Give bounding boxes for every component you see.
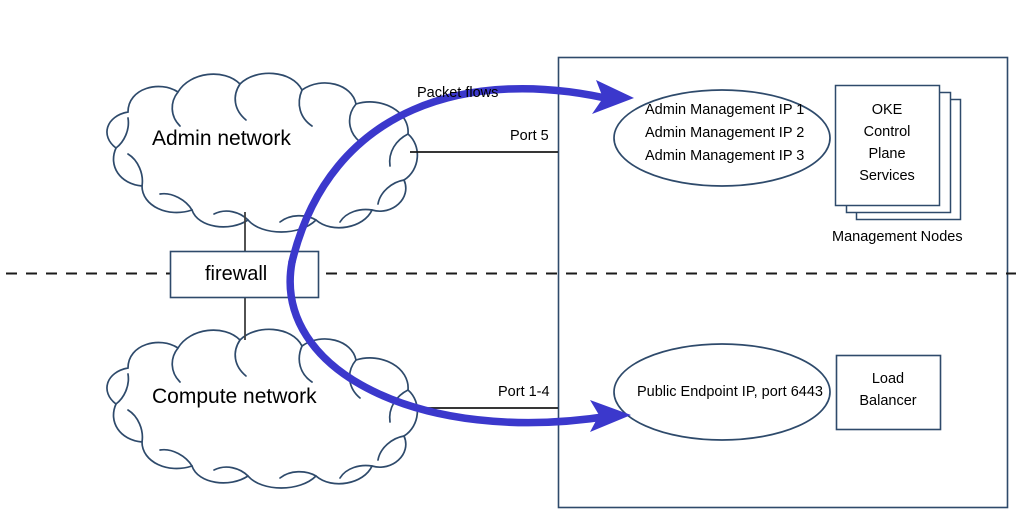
admin-management-ip-3: Admin Management IP 3 [645,148,805,164]
load-balancer-box [835,354,942,431]
control-plane-box-layer-1 [834,84,941,207]
admin-management-ip-1: Admin Management IP 1 [645,102,805,118]
control-plane-line-2: Control [863,124,911,140]
port-1-4-label: Port 1-4 [498,384,550,400]
datacenter-boundary [557,56,1009,509]
public-endpoint-ellipse [613,343,831,441]
load-balancer-line-1: Load [871,371,905,387]
packet-flow-arrowhead-lower [590,400,631,432]
admin-network-cloud [106,72,419,233]
management-nodes-caption: Management Nodes [832,229,963,245]
admin-network-label: Admin network [152,127,291,150]
packet-flow-arrow-upper [288,85,618,266]
firewall-label: firewall [205,263,268,285]
control-plane-line-3: Plane [868,146,906,162]
packet-flow-arrowhead-upper [592,80,634,114]
control-plane-line-1: OKE [871,102,903,118]
load-balancer-line-2: Balancer [859,393,917,409]
port-5-label: Port 5 [510,128,549,144]
compute-network-label: Compute network [152,385,317,408]
admin-management-ip-ellipse [613,89,831,187]
packet-flow-arrow-lower [286,258,614,427]
public-endpoint-label: Public Endpoint IP, port 6443 [637,384,823,400]
admin-management-ip-2: Admin Management IP 2 [645,125,805,141]
control-plane-line-4: Services [859,168,915,184]
packet-flows-label: Packet flows [417,85,499,101]
